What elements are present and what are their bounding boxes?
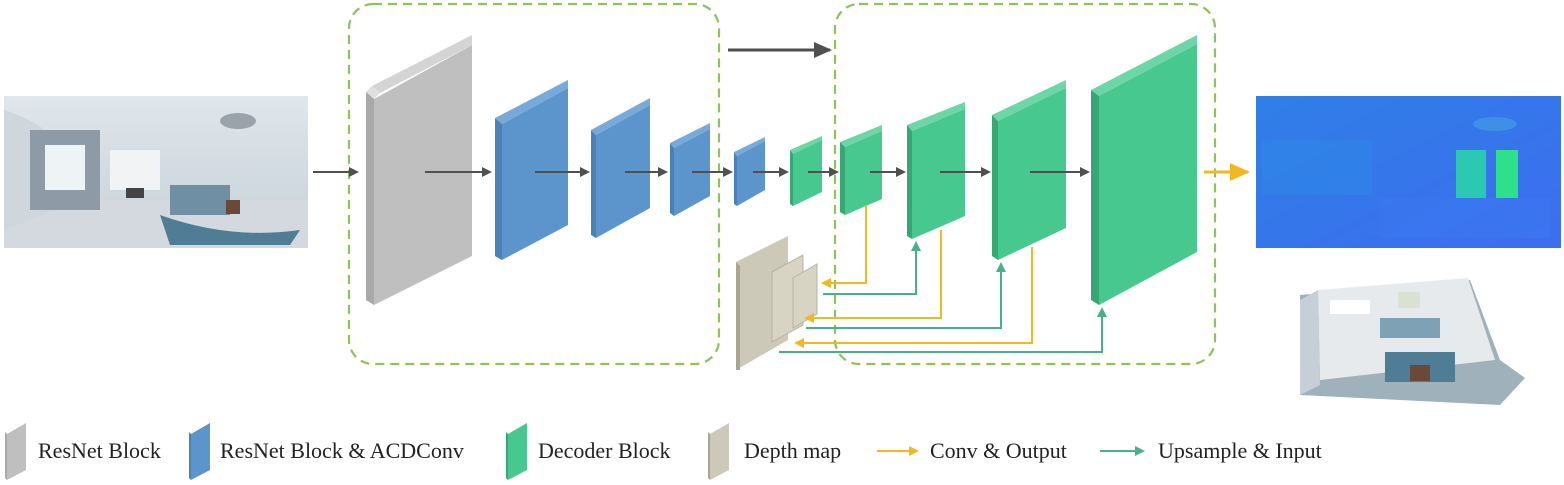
- decoder-dashed-box: [833, 2, 1217, 366]
- panorama-rgb-image: [4, 96, 308, 248]
- legend-swatch-resnet: [5, 423, 26, 480]
- encoder-dashed-box: [347, 2, 721, 366]
- block-decoder-2: [840, 125, 882, 215]
- depth-prediction-image: [1256, 96, 1561, 248]
- block-decoder-3: [907, 102, 965, 239]
- 3d-point-cloud-image: [1300, 278, 1525, 405]
- legend-label-resnet: ResNet Block: [38, 438, 161, 463]
- block-decoder-4: [992, 80, 1066, 260]
- legend-swatch-resnet-acd: [189, 423, 210, 480]
- block-decoder-1: [790, 136, 822, 206]
- block-resnet-acd-1: [495, 80, 568, 260]
- legend-label-upsample-input: Upsample & Input: [1158, 438, 1322, 463]
- block-decoder-5: [1091, 35, 1197, 305]
- block-resnet-acd-4: [734, 137, 765, 206]
- block-resnet-1: [366, 35, 472, 305]
- legend-swatch-decoder: [506, 423, 527, 480]
- depth-map-stack: [736, 236, 818, 370]
- upsample-input-arrows: [779, 241, 1107, 353]
- legend-label-resnet-acd: ResNet Block & ACDConv: [220, 438, 464, 463]
- legend-label-depth: Depth map: [744, 438, 842, 463]
- conv-output-arrows: [794, 205, 1033, 348]
- block-resnet-acd-2: [591, 98, 650, 238]
- legend-symbols: [5, 423, 1145, 480]
- legend-swatch-depth: [708, 423, 729, 480]
- block-resnet-acd-3: [670, 123, 710, 216]
- legend-label-conv-output: Conv & Output: [930, 438, 1067, 463]
- legend-label-decoder: Decoder Block: [538, 438, 671, 463]
